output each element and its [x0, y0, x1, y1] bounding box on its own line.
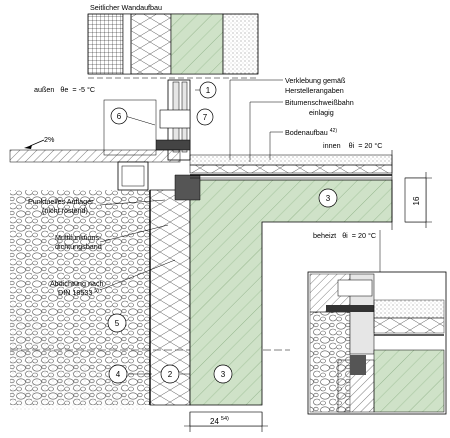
- callout-6: 6: [110, 107, 128, 125]
- window-frame: [103, 79, 191, 161]
- callout-7: 7: [196, 108, 214, 126]
- label-verklebung-2: Herstellerangaben: [285, 86, 344, 95]
- callout-markers: 1 6 7 3 5 4 2 3: [107, 81, 338, 384]
- dimension-16: 16: [404, 172, 432, 228]
- label-auflager-2: (nicht rostend): [42, 206, 88, 215]
- label-auflager-1: Punktuelles Auflager: [28, 197, 94, 206]
- outside-climate: außen θe = -5 °C: [34, 85, 95, 94]
- svg-text:5: 5: [115, 319, 120, 328]
- svg-text:2: 2: [168, 370, 173, 379]
- callout-3-wall: 3: [213, 364, 233, 384]
- svg-text:7: 7: [203, 113, 208, 122]
- svg-text:3: 3: [326, 194, 331, 203]
- label-bitumen-2: einlagig: [309, 108, 334, 117]
- outside-drainage: [9, 149, 181, 191]
- label-multi-1: Multifunktions-: [55, 233, 102, 242]
- svg-text:4: 4: [116, 370, 121, 379]
- svg-text:1: 1: [206, 86, 211, 95]
- climate-labels: außen θe = -5 °C innen θi = 20 °C beheiz…: [34, 85, 382, 240]
- callout-1: 1: [199, 81, 217, 99]
- leader-lines: [99, 79, 381, 375]
- annotation-labels: Verklebung gemäß Herstellerangaben Bitum…: [28, 76, 354, 297]
- callout-5: 5: [107, 313, 127, 333]
- label-verklebung-1: Verklebung gemäß: [285, 76, 346, 85]
- lateral-wall-title: Seitlicher Wandaufbau: [90, 3, 162, 12]
- label-abdichtung-1: Abdichtung nach: [50, 279, 104, 288]
- slope-indicator: 2%: [24, 135, 55, 149]
- lateral-wall-section: Seitlicher Wandaufbau: [87, 3, 259, 79]
- heated-climate: beheizt θi = 20 °C: [313, 231, 376, 240]
- slope-text: 2%: [44, 135, 55, 144]
- svg-text:6: 6: [117, 112, 122, 121]
- callout-3-slab: 3: [318, 188, 338, 208]
- inside-climate: innen θi = 20 °C: [323, 141, 382, 150]
- floor-buildup: [189, 150, 393, 230]
- callout-2: 2: [160, 364, 180, 384]
- svg-text:3: 3: [221, 370, 226, 379]
- dimension-height-value: 16: [412, 196, 421, 205]
- inset-detail: [307, 271, 447, 415]
- label-bitumen-1: Bitumenschweißbahn: [285, 98, 354, 107]
- label-multi-2: dichtungsband: [55, 242, 102, 251]
- concrete-structure: [174, 174, 393, 406]
- callout-4: 4: [108, 364, 128, 384]
